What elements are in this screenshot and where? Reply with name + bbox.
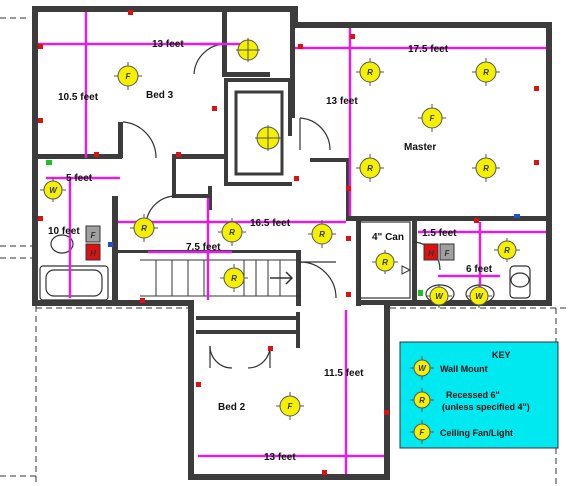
dim-master-width: 17.5 feet <box>408 44 449 55</box>
fan-light-bed2: F <box>276 392 304 420</box>
wall-fixtures: W W W <box>40 178 492 308</box>
recessed-master-3: R <box>356 154 384 182</box>
staircase <box>140 259 300 297</box>
dim-master-depth: 13 feet <box>326 96 358 107</box>
dim-bath-depth: 10 feet <box>48 226 80 237</box>
svg-text:R: R <box>382 258 388 267</box>
svg-text:F: F <box>430 114 436 123</box>
svg-text:W: W <box>418 364 427 373</box>
key-fan-item: F Ceiling Fan/Light <box>410 420 513 444</box>
recessed-hall-3: R <box>308 220 336 248</box>
dim-bath-small: 5 feet <box>66 173 93 184</box>
key-recessed-label-2: (unless specified 4") <box>442 402 530 412</box>
heater-box-bath-label: H <box>90 249 96 258</box>
green-outlets <box>46 160 423 296</box>
recessed-shower: R <box>372 250 398 274</box>
svg-text:R: R <box>504 246 510 255</box>
svg-text:R: R <box>483 164 489 173</box>
key-title: KEY <box>492 350 511 360</box>
heater-box-bath <box>85 243 101 261</box>
recessed-hall-2: R <box>218 218 246 246</box>
key-wall-label: Wall Mount <box>440 364 488 374</box>
recessed-stair: R <box>220 264 248 292</box>
dim-master-bath-width: 6 feet <box>466 264 493 275</box>
recessed-fixtures: R R R R R R R <box>130 58 520 292</box>
svg-text:F: F <box>288 402 294 411</box>
fan-box-bath <box>85 225 101 243</box>
dim-hall-width: 16.5 feet <box>250 218 291 229</box>
room-label-master: Master <box>404 142 436 153</box>
svg-text:R: R <box>229 228 235 237</box>
wall-light-master-bath-2: W <box>466 284 492 308</box>
key-legend: KEY W Wall Mount R Recessed 6" (unless s… <box>399 341 559 449</box>
wall-light-bath: W <box>40 178 66 202</box>
room-label-bed3: Bed 3 <box>146 90 174 101</box>
svg-text:R: R <box>419 396 425 405</box>
switch-marker <box>401 265 412 275</box>
svg-text:R: R <box>367 164 373 173</box>
svg-text:W: W <box>475 292 484 301</box>
svg-text:R: R <box>231 274 237 283</box>
fan-heater-boxes: F H H F <box>85 225 455 261</box>
wall-light-master-bath-1: W <box>426 284 452 308</box>
heater-box-master-bath-label: H <box>428 249 434 258</box>
recessed-master-bath: R <box>494 238 520 262</box>
recessed-master-2: R <box>472 58 500 86</box>
key-wall-item: W Wall Mount <box>410 356 488 380</box>
svg-text:F: F <box>126 72 132 81</box>
dim-bed3-depth: 10.5 feet <box>58 92 99 103</box>
key-recessed-item: R Recessed 6" (unless specified 4") <box>410 388 530 412</box>
svg-text:R: R <box>483 68 489 77</box>
light-crosshairs <box>236 38 281 151</box>
key-recessed-label-1: Recessed 6" <box>446 390 500 400</box>
fan-light-bed3: F <box>114 62 142 90</box>
fan-box-master-bath-label: F <box>445 249 451 258</box>
recessed-hall-1: R <box>130 214 158 242</box>
svg-text:R: R <box>141 224 147 233</box>
dim-can-note: 4" Can <box>372 232 404 243</box>
svg-text:W: W <box>49 186 58 195</box>
heater-box-master-bath <box>423 243 439 261</box>
svg-text:R: R <box>367 68 373 77</box>
dim-bed2-width: 13 feet <box>264 452 296 463</box>
fan-box-bath-label: F <box>91 231 97 240</box>
recessed-master-4: R <box>472 154 500 182</box>
dim-stair-width: 7.5 feet <box>186 242 221 253</box>
blue-outlets <box>108 214 520 247</box>
ceiling-lights-plain <box>237 39 280 150</box>
fan-fixtures: F F F <box>114 62 446 420</box>
svg-text:R: R <box>319 230 325 239</box>
recessed-master-1: R <box>356 58 384 86</box>
dim-bed2-depth: 11.5 feet <box>324 368 364 379</box>
svg-text:F: F <box>420 428 426 437</box>
svg-text:W: W <box>435 292 444 301</box>
fan-box-master-bath <box>439 243 455 261</box>
room-label-bed2: Bed 2 <box>218 402 246 413</box>
outlets <box>38 10 539 475</box>
key-fan-label: Ceiling Fan/Light <box>440 428 513 438</box>
fan-light-master: F <box>418 104 446 132</box>
dim-master-bath-small: 1.5 feet <box>422 228 457 239</box>
dim-bed3-width: 13 feet <box>152 39 184 50</box>
